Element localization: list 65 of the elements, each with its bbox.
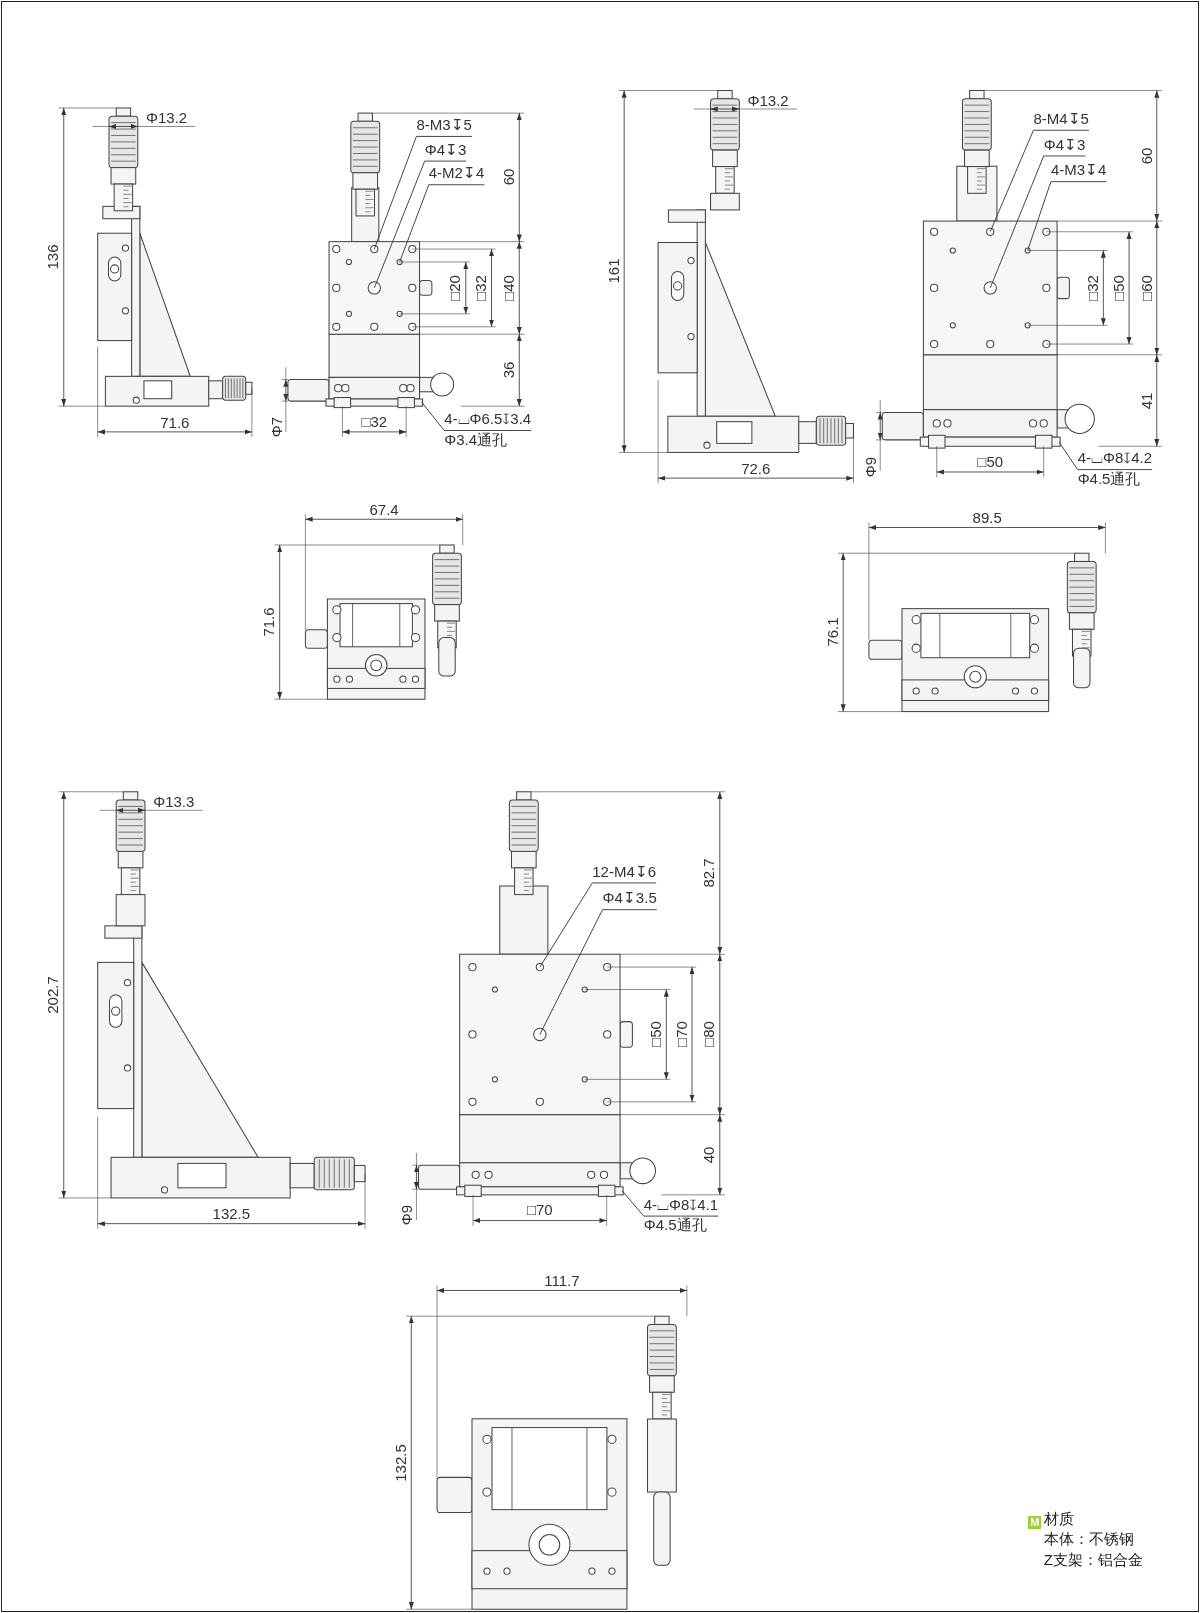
dimension-text: 72.6 [741,460,771,476]
dimension-text: 60 [500,169,516,186]
callout-text: 4-⌴Φ6.5↧3.4 [444,409,532,430]
dimension-text: 82.7 [700,858,716,888]
dimension-text: □32 [1084,275,1100,301]
note-heading: 材质 [1043,1510,1074,1526]
dimension-text: □60 [1138,275,1153,301]
callout-text: Φ4.5通孔 [643,1215,708,1236]
dimension-text: □80 [700,1021,716,1048]
dimension-text: Φ7 [268,416,284,437]
leader-line [539,882,657,968]
dimension-text: 89.5 [972,509,1002,525]
callout-text: 8-M3↧5 [416,115,472,136]
callout-text: 4-⌴Φ8↧4.1 [643,1194,719,1215]
dimension-text: 41 [1138,392,1153,409]
callout-text: Φ3.4通孔 [444,429,509,450]
dimension-text: 76.1 [824,617,840,647]
dimension-text: 71.6 [160,414,190,430]
dimension-text: 136 [44,244,60,270]
callout-text: 4-M2↧4 [428,163,485,184]
callout-text: 4-⌴Φ8↧4.2 [1077,448,1153,469]
callout-text: 12-M4↧6 [592,861,657,882]
dimension-text: 71.6 [260,607,276,637]
callout-text: Φ4↧3.5 [602,888,657,909]
dimension-text: □70 [673,1021,689,1048]
dimension-text: □40 [500,275,516,301]
dimension-text: Φ13.2 [146,109,188,125]
dimension-text: □50 [977,453,1004,469]
dimension-text: 132.5 [212,1205,251,1221]
leader-line [1058,441,1153,471]
leader-line [399,184,485,263]
dimension-text: 111.7 [544,1272,580,1288]
dimension-text: □32 [361,413,388,429]
leader-line [373,135,473,250]
dimension-text: □70 [526,1201,553,1217]
material-icon: M [1028,1515,1042,1529]
callout-text: 4-M3↧4 [1050,160,1107,181]
leader-line [373,160,467,289]
dimension-text: Φ13.3 [153,793,195,809]
callout-text: Φ4↧3 [1043,134,1086,155]
dimension-text: 202.7 [44,976,60,1014]
callout-text: Φ4.5通孔 [1077,468,1142,489]
note-text: Z支架：铝合金 [1043,1551,1143,1567]
dimension-text: Φ9 [398,1205,414,1226]
callout-text: Φ4↧3 [424,139,467,161]
leader-line [539,909,658,1035]
dimension-text: Φ13.2 [747,92,789,108]
callout-text: 8-M4↧5 [1033,109,1089,130]
dimension-text: Φ9 [862,456,878,477]
dimension-text: 132.5 [392,1443,408,1482]
leader-line [421,401,532,431]
dimension-text: □32 [472,275,488,301]
dimension-text: □20 [447,275,462,301]
dimension-text: 36 [500,361,516,379]
leader-line [989,129,1090,233]
leader-line [989,155,1086,289]
leader-line [621,1190,719,1217]
dimension-text: □50 [1110,275,1126,301]
dimension-text: 60 [1138,147,1153,165]
dimension-text: □50 [647,1021,663,1048]
dimension-text: 161 [605,258,621,284]
dimension-text: 40 [700,1146,716,1164]
dimension-text: 67.4 [369,501,399,517]
note-text: 本体：不锈钢 [1043,1531,1134,1547]
leader-line [1027,181,1107,251]
